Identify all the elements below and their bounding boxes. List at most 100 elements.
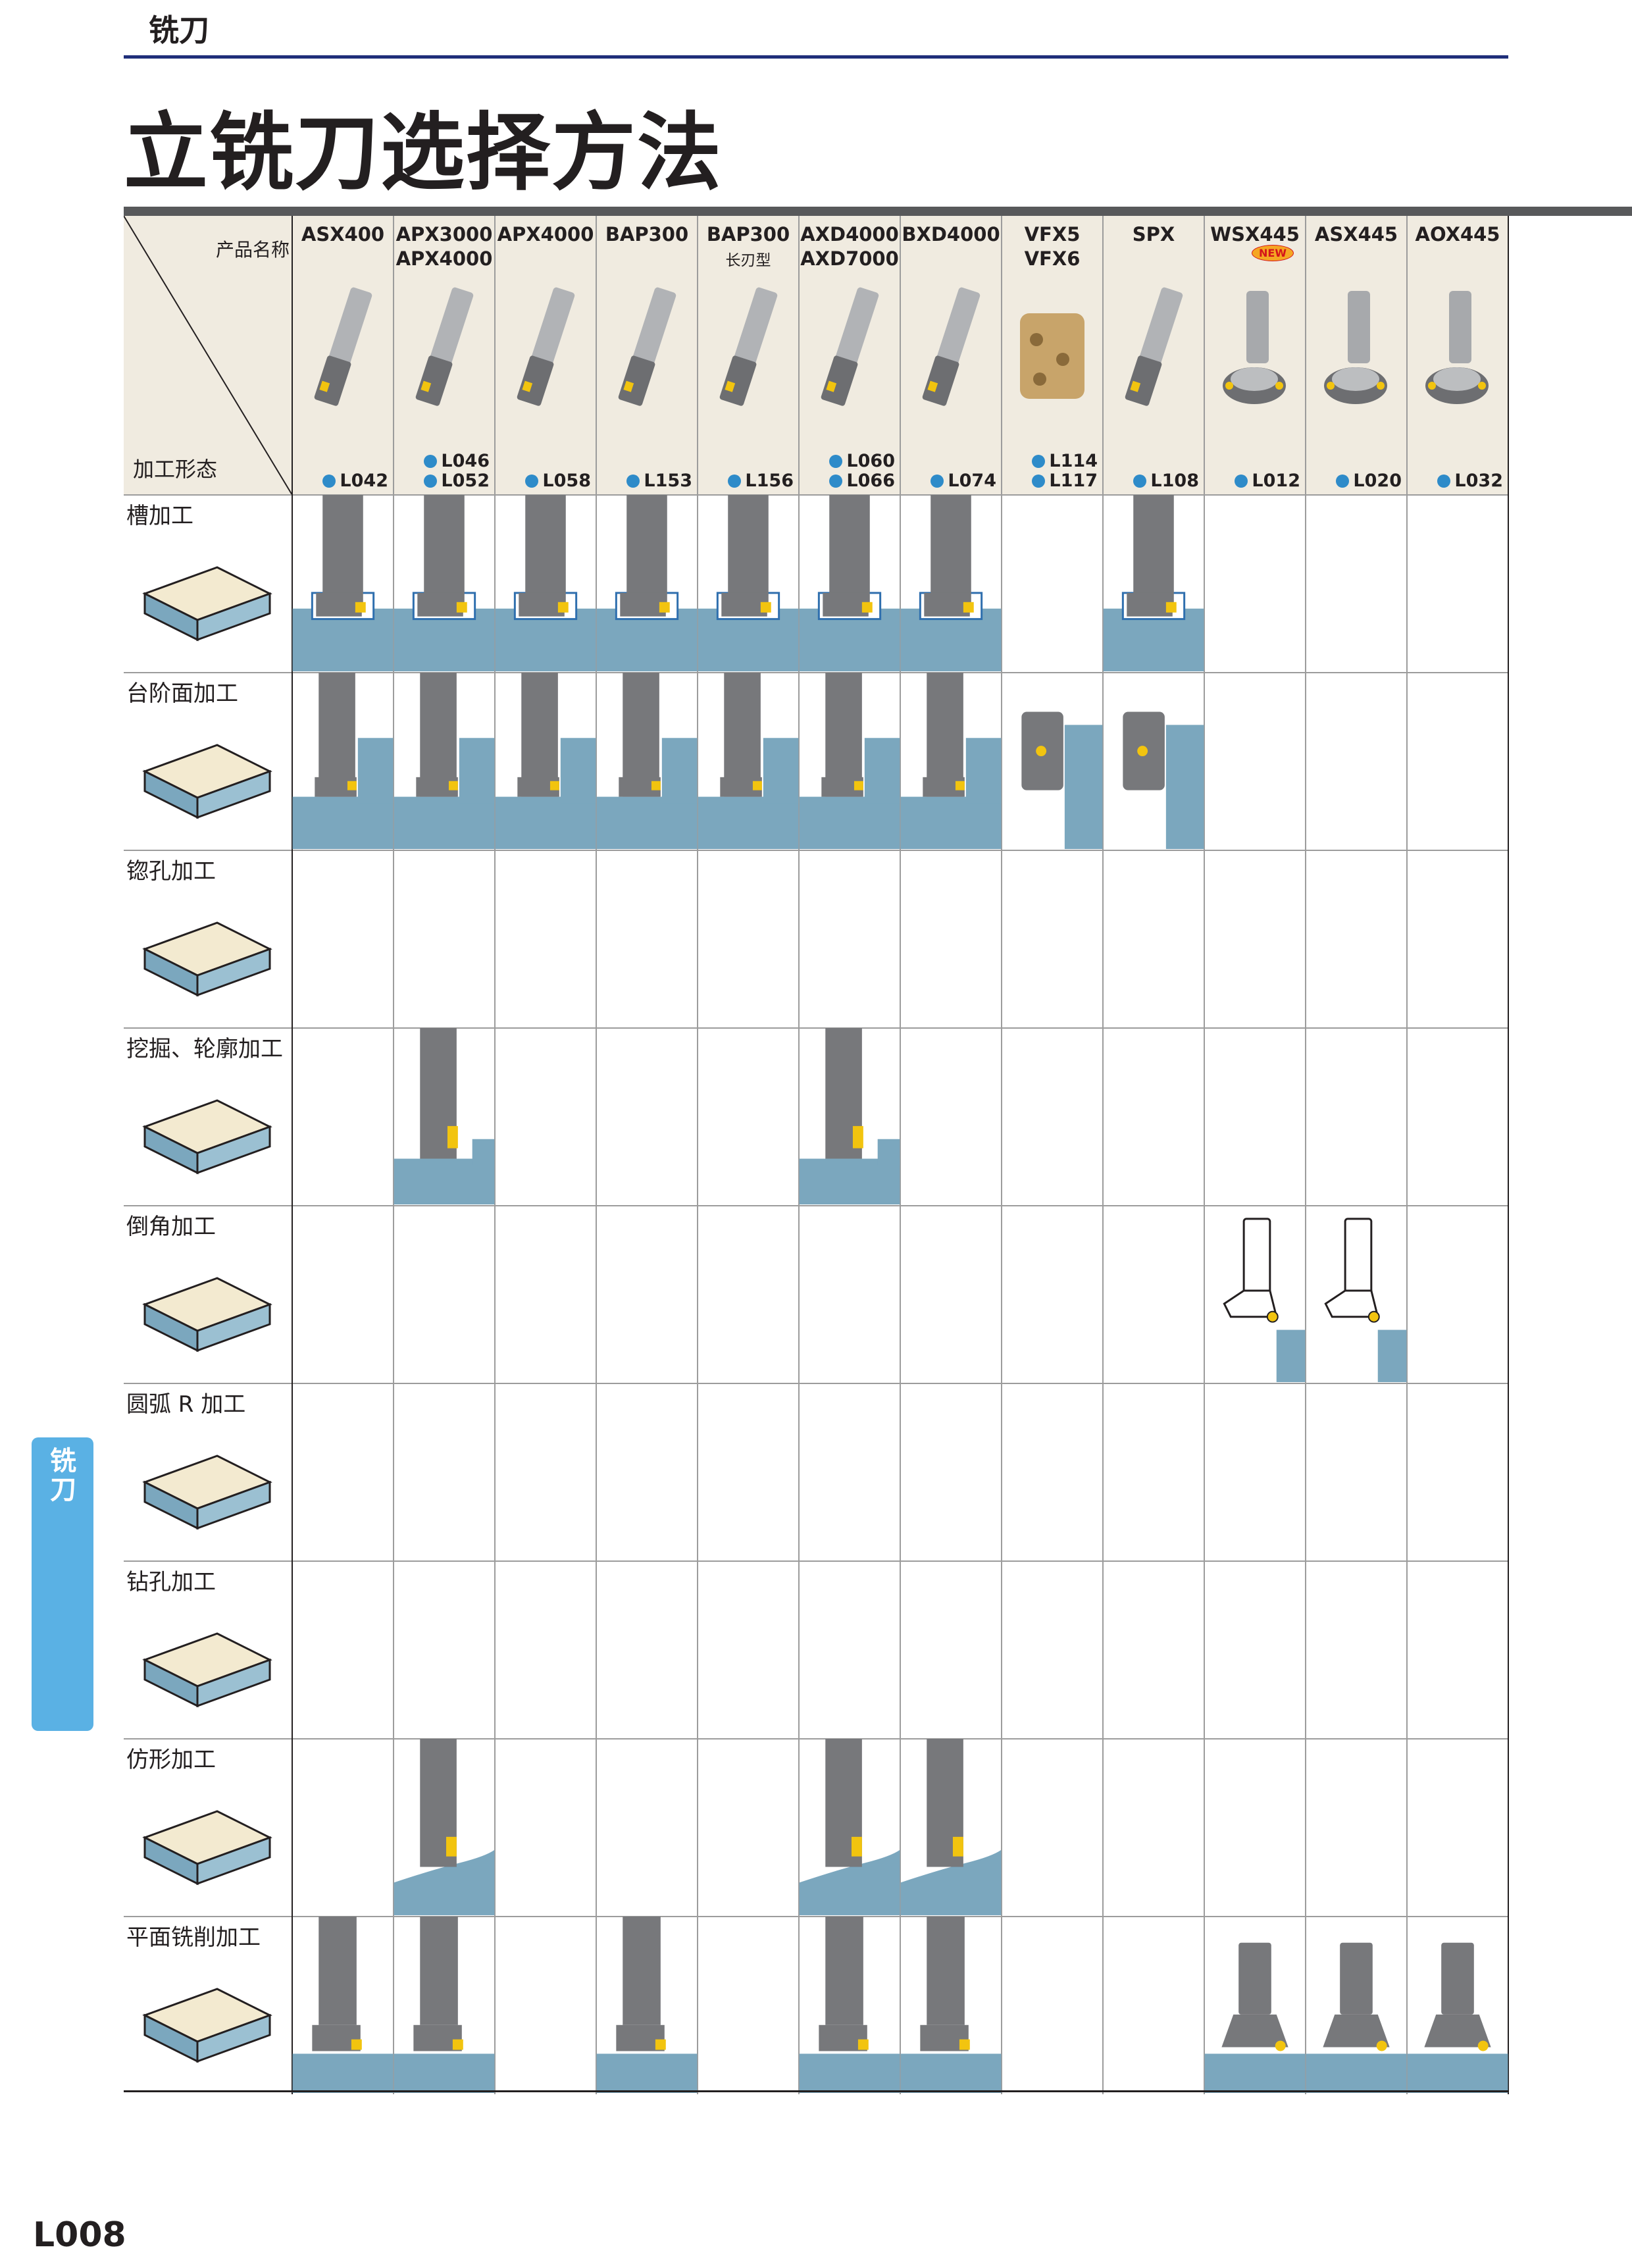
catalog-page-refs: L032 [1437,471,1503,491]
product-name-line-2: APX4000 [395,247,493,270]
product-name: WSX445 [1204,222,1306,247]
product-name: ASX445 [1306,222,1407,247]
catalog-page-link[interactable]: L153 [626,471,692,491]
catalog-page-link[interactable]: L108 [1133,471,1199,491]
machining-diagram-step [495,673,596,849]
row-label: 槽加工 [126,503,193,529]
machining-diagram-slot [698,495,799,671]
machining-diagram-facet [1306,1942,1407,2093]
catalog-page-refs: L153 [626,471,692,491]
slot-icon [142,566,272,642]
product-name: BAP300 [596,222,698,247]
end-mill-photo [719,287,778,406]
row-label: 钻孔加工 [126,1569,216,1595]
drill-icon [142,1632,272,1708]
side-tab-label: 铣刀 [50,1446,76,1505]
counterbore-icon [142,921,272,997]
end-mill-photo [1223,291,1286,404]
row-divider [124,1027,1508,1029]
catalog-page-link[interactable]: L117 [1032,471,1098,491]
machining-diagram-chamfer [1324,1218,1407,1382]
column-divider [697,216,698,2094]
row-label: 平面铣削加工 [126,1924,261,1951]
machining-diagram-slot [394,495,495,671]
product-name-label: 产品名称 [216,239,290,261]
machining-diagram-wave [799,1739,900,1915]
machining-diagram-vstep [1021,711,1103,849]
product-name-line: BXD4000 [902,223,1000,245]
copy-icon [142,1810,272,1886]
column-divider [494,216,496,2094]
section-title: 铣刀 [149,13,209,48]
machining-diagram-face [596,1917,698,2093]
catalog-page-link[interactable]: L042 [322,471,388,491]
catalog-page-refs: L020 [1336,471,1402,491]
product-name-line: WSX445 [1210,223,1300,245]
machining-diagram-step [698,673,799,849]
column-divider [1001,216,1002,2094]
side-tab[interactable] [32,1437,93,1731]
end-mill-photo [1324,291,1387,404]
column-divider [900,216,901,2094]
machining-diagram-chamfer [1223,1218,1306,1382]
catalog-page-link[interactable]: L020 [1336,471,1402,491]
column-divider [1102,216,1104,2094]
table-header [124,216,1508,495]
catalog-page-link[interactable]: L114 [1032,451,1098,471]
row-divider [124,1560,1508,1562]
catalog-page-link[interactable]: L066 [829,471,895,491]
row-divider [124,494,1508,496]
machining-diagram-step [394,673,495,849]
catalog-page-refs: L108 [1133,471,1199,491]
end-mill-photo [415,287,474,406]
page-title: 立铣刀选择方法 [124,104,723,202]
machining-diagram-step [292,673,394,849]
machining-diagram-face [394,1917,495,2093]
machining-diagram-wave [900,1739,1002,1915]
catalog-page-refs: L156 [728,471,794,491]
column-divider [1305,216,1306,2094]
row-label: 圆弧 R 加工 [126,1391,246,1418]
page-number: L008 [33,2215,126,2255]
machining-diagram-face [292,1917,394,2093]
row-label: 挖掘、轮廓加工 [126,1036,283,1062]
end-mill-photo [314,287,372,406]
side-tab-stripe [0,1437,32,1557]
catalog-page-link[interactable]: L052 [424,471,490,491]
row-divider [124,1383,1508,1384]
product-name: AOX445 [1407,222,1508,247]
product-name-line: VFX5 [1024,223,1081,245]
product-name-line-2: AXD7000 [800,247,899,270]
catalog-page-link[interactable]: L058 [525,471,591,491]
machining-diagram-vstep [1123,711,1204,849]
product-name-line: AXD4000 [800,223,899,245]
machining-diagram-step [799,673,900,849]
shoulder-icon [142,744,272,819]
product-name-line-2: VFX6 [1024,247,1081,270]
row-divider [124,672,1508,673]
catalog-page-link[interactable]: L046 [424,451,490,471]
catalog-page-link[interactable]: L032 [1437,471,1503,491]
product-name-line: BAP300 [605,223,689,245]
machining-diagram-wave [394,1739,495,1915]
catalog-page-link[interactable]: L074 [931,471,996,491]
column-divider [1508,216,1509,2094]
catalog-page-link[interactable]: L060 [829,451,895,471]
product-subtitle: 长刃型 [725,252,771,269]
catalog-page-link[interactable]: L156 [728,471,794,491]
catalog-page-link[interactable]: L012 [1235,471,1300,491]
face-icon [142,1988,272,2063]
row-divider [124,1916,1508,1917]
catalog-page-refs: L012 [1235,471,1300,491]
product-name-line: APX3000 [395,223,493,245]
